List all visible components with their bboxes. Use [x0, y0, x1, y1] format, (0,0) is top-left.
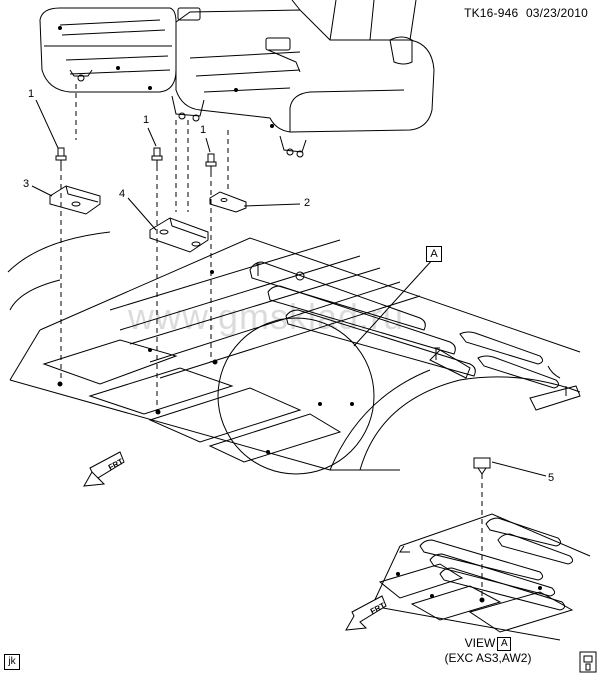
detail-circle-a: [217, 317, 375, 475]
callout-1-center: 1: [143, 114, 150, 126]
front-arrow-main: [83, 451, 125, 487]
watermark: www.gmsklad.ru: [128, 296, 405, 337]
callout-3: 3: [23, 178, 30, 190]
front-arrow-view: [345, 595, 387, 631]
alignment-lines: [60, 84, 483, 600]
drawing-header: TK16-946 03/23/2010: [460, 6, 588, 20]
bracket-2: [209, 191, 247, 213]
bolt-right: [205, 153, 217, 172]
callout-4: 4: [119, 188, 126, 200]
bracket-4: [149, 217, 209, 253]
callout-5: 5: [548, 472, 555, 484]
view-marker: A: [497, 636, 512, 651]
drawing-id: TK16-946: [464, 6, 519, 20]
corner-code: jk: [4, 654, 20, 670]
view-note: (EXC AS3,AW2): [444, 650, 532, 665]
rear-floor-pan: [7, 231, 581, 471]
rear-seat-assembly: [39, 0, 435, 158]
clip-5: [473, 457, 491, 475]
bolt-center: [151, 147, 163, 166]
bracket-3: [49, 185, 101, 215]
callout-1-left: 1: [28, 88, 35, 100]
drawing-date: 03/23/2010: [525, 6, 588, 20]
detail-marker-a: A: [426, 246, 442, 262]
bolt-left: [55, 147, 67, 166]
fastener-icon: [579, 651, 597, 673]
view-label: VIEW: [464, 636, 496, 650]
callout-1-right: 1: [200, 124, 207, 136]
callout-2: 2: [304, 197, 311, 209]
leader-lines: [31, 99, 547, 477]
detail-leader-a: [353, 257, 435, 347]
view-a-inset: [371, 513, 591, 641]
